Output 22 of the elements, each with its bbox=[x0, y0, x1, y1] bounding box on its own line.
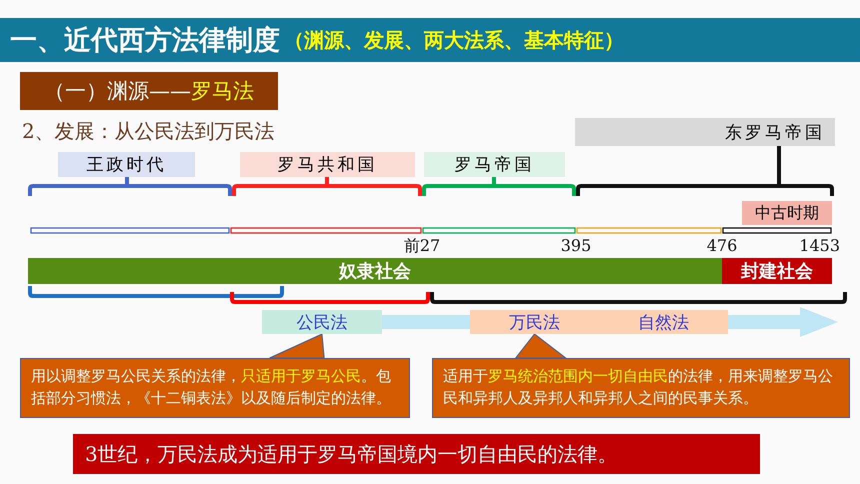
callout-pointer bbox=[269, 333, 325, 358]
slide-title: 一、近代西方法律制度 bbox=[10, 24, 280, 58]
year-label: 1453 bbox=[799, 236, 840, 255]
era-bar: 封建社会 bbox=[722, 258, 832, 284]
year-label: 395 bbox=[560, 236, 592, 255]
section-heading: （一）渊源——罗马法 bbox=[20, 72, 278, 110]
era-bar: 奴隶社会 bbox=[28, 258, 722, 284]
period-label: 罗马帝国 bbox=[424, 152, 565, 177]
year-label: 前27 bbox=[404, 236, 440, 257]
law-panel bbox=[470, 310, 728, 334]
law-label: 自然法 bbox=[638, 312, 689, 334]
note-banner: 3世纪，万民法成为适用于罗马帝国境内一切自由民的法律。 bbox=[73, 434, 760, 474]
period-label: 中古时期 bbox=[742, 201, 832, 225]
period-label: 王政时代 bbox=[58, 152, 195, 177]
law-label: 万民法 bbox=[509, 312, 560, 334]
year-label: 476 bbox=[706, 236, 738, 255]
period-label: 罗马共和国 bbox=[240, 152, 415, 177]
period-label: 东罗马帝国 bbox=[575, 118, 835, 146]
section-subheading: 2、发展：从公民法到万民法 bbox=[22, 118, 275, 145]
callout-pointer bbox=[514, 333, 568, 358]
law-label: 公民法 bbox=[262, 310, 382, 334]
slide-subtitle: （渊源、发展、两大法系、基本特征） bbox=[284, 26, 624, 54]
